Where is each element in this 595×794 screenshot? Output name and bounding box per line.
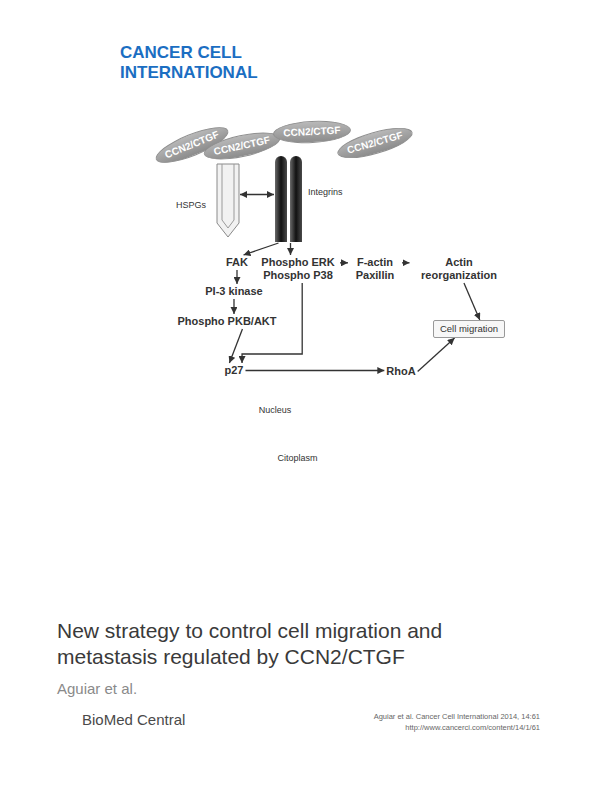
pathway-node: RhoA — [384, 364, 417, 379]
citation: Aguiar et al. Cancer Cell International … — [270, 712, 540, 722]
journal-logo — [59, 37, 111, 91]
logo-arc — [59, 37, 104, 91]
connector-arrow — [229, 329, 242, 363]
connector-arrow — [340, 262, 348, 263]
url: http://www.cancerci.com/content/14/1/61 — [270, 723, 540, 733]
molecule-label: F-actin Paxillin — [350, 256, 400, 282]
connector-arrow — [402, 262, 410, 263]
receptor-integrin: Integrins — [274, 155, 304, 243]
pathway-node: p27 — [223, 363, 246, 378]
ligand-oval: CCN2/CTGF — [272, 119, 351, 145]
pathway-node: Phospho ERK Phospho P38 — [256, 255, 340, 283]
pathway-node: Actin reorganization — [410, 255, 509, 283]
integrin-chain — [275, 156, 287, 242]
publisher-logo — [60, 712, 75, 730]
molecule-label: Phospho PKB/AKT — [178, 315, 277, 328]
connector-arrow — [236, 270, 237, 284]
molecule-label: RhoA — [386, 365, 415, 378]
receptor-outline — [217, 164, 239, 237]
journal-name: CANCER CELL INTERNATIONAL — [120, 43, 295, 83]
molecule-label: Phospho ERK Phospho P38 — [258, 256, 338, 282]
connector-arrow — [245, 370, 384, 371]
nuclear-envelope — [216, 336, 334, 419]
receptor-label: Integrins — [308, 187, 343, 198]
nucleus-label: Nucleus — [259, 405, 292, 416]
receptor-label: HSPGs — [176, 200, 206, 211]
figure-frame — [58, 116, 539, 477]
logo-stem — [107, 58, 110, 84]
integrin-chain — [290, 156, 302, 242]
connector-arrow — [464, 283, 480, 320]
logo-arc — [60, 712, 75, 730]
logo-dot — [67, 718, 73, 724]
pathway-node: FAK — [224, 255, 250, 270]
connector-arrow — [233, 299, 234, 314]
pathway-node: PI-3 kinase — [203, 284, 264, 299]
connector-arrow — [240, 194, 274, 195]
connector-arrow — [290, 243, 291, 255]
receptor-shape — [216, 163, 240, 238]
connector-arrow — [244, 243, 279, 255]
process-label: Cell migration — [440, 323, 498, 335]
paper-title: New strategy to control cell migration a… — [57, 618, 537, 670]
receptor-inner — [222, 164, 234, 228]
receptor-shape — [274, 155, 304, 243]
nucleus-ellipse: Nucleus p27 — [215, 335, 335, 420]
compartment-label: Citoplasm — [277, 453, 317, 464]
logo-dot — [106, 49, 111, 54]
connector-arrow — [418, 338, 455, 372]
pathway-node: Phospho PKB/AKT — [176, 314, 279, 329]
ligand-label: CCN2/CTGF — [274, 120, 351, 144]
logo-arc — [76, 49, 100, 79]
receptor-hspg: HSPGs — [216, 163, 240, 238]
molecule-label: FAK — [226, 256, 248, 269]
molecule-label: PI-3 kinase — [205, 285, 262, 298]
publisher-name: BioMed Central — [82, 711, 282, 728]
process-box: Cell migration — [433, 320, 505, 338]
pathway-node: F-actin Paxillin — [348, 255, 402, 283]
molecule-label: Actin reorganization — [412, 256, 507, 282]
molecule-label: p27 — [225, 364, 244, 377]
author-line: Aguiar et al. — [57, 680, 357, 697]
